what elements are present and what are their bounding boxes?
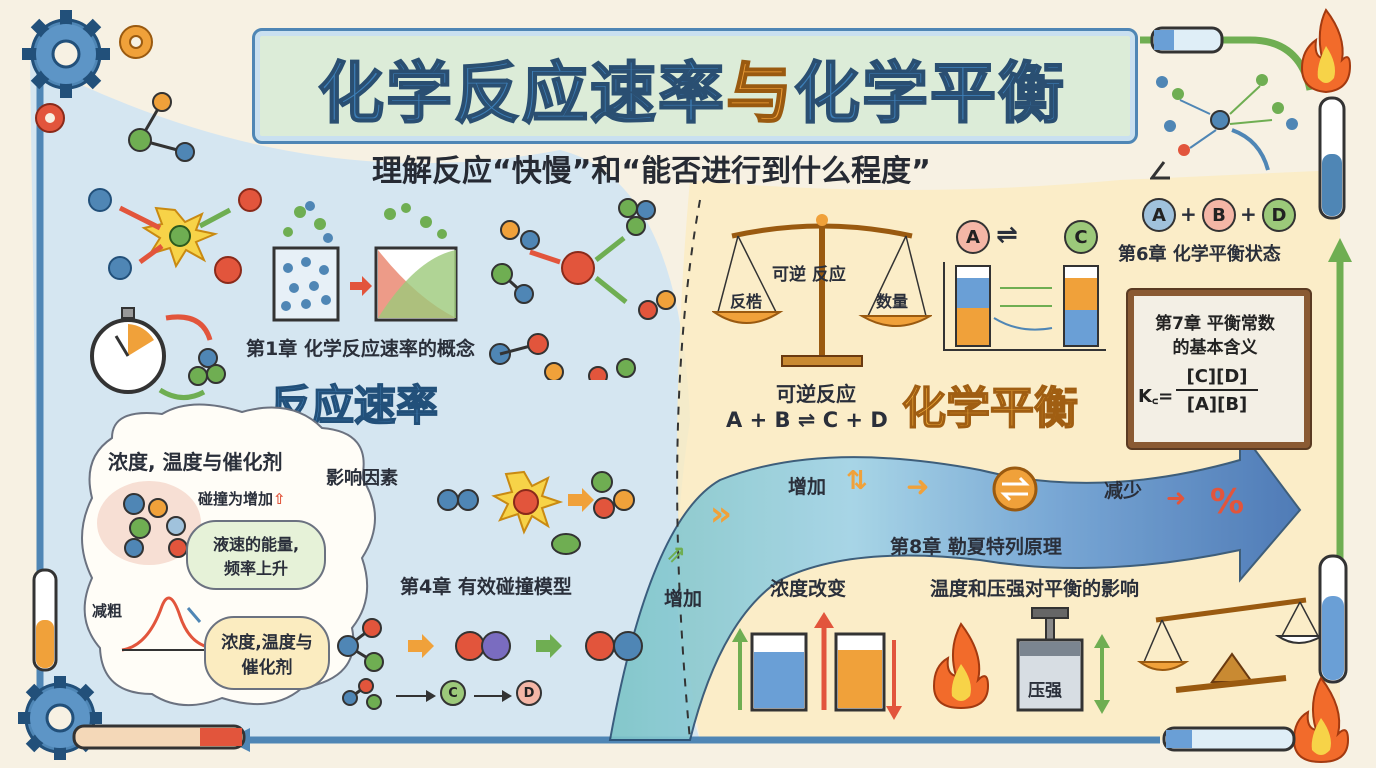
- up-down-arrows-icon: ⇅: [846, 466, 868, 496]
- stopwatch-icon: [90, 307, 226, 400]
- reaction-equation: A + B ⇌ C + D: [726, 408, 888, 432]
- kc-symbol: K꜀=: [1138, 386, 1174, 407]
- reduce-label: 减粗: [92, 602, 123, 620]
- collision-increase-label: 碰撞为增加⇧: [198, 488, 286, 509]
- title-part1: 化学反应速率: [317, 54, 726, 133]
- frame-arrow-up: [1328, 238, 1352, 262]
- catalyst-bubble: 浓度,温度与 催化剂: [204, 616, 330, 690]
- equilibrium-constant-board: [1128, 290, 1310, 448]
- energy-bubble: 液速的能量, 频率上升: [186, 520, 326, 590]
- molecule-icon: [128, 92, 195, 162]
- chapter4-label: 第4章 有效碰撞模型: [400, 576, 572, 598]
- flame-icon: [1292, 676, 1350, 764]
- percent-sign: %: [1210, 482, 1245, 522]
- test-tube-icon: [72, 724, 246, 750]
- piston-icon: [1016, 607, 1110, 714]
- divider-dash: [676, 199, 701, 741]
- arrow-right-icon: ➜: [1166, 484, 1187, 512]
- increase-top-label: 增加: [788, 476, 827, 498]
- page-title: 化学反应速率与化学平衡: [252, 40, 1132, 136]
- reduce-right-label: 减少: [1104, 480, 1143, 502]
- test-tube-icon: [32, 568, 58, 672]
- reaction-chain-illustration: [337, 618, 643, 710]
- balance-right-label: 数量: [876, 292, 909, 311]
- factors-title: 浓度, 温度与催化剂: [108, 450, 283, 474]
- title-part2: 与: [725, 54, 794, 133]
- effective-collision-illustration: [437, 470, 635, 555]
- reversible-label: 可逆反应: [776, 382, 856, 406]
- abd-d-circle: D: [1262, 198, 1296, 232]
- chapter8-label: 第8章 勒夏特列原理: [890, 536, 1062, 558]
- abd-plus-2: +: [1240, 202, 1257, 226]
- kc-denominator: [A][B]: [1186, 394, 1248, 415]
- kc-numerator: [C][D]: [1176, 366, 1258, 391]
- test-tube-icon: [1150, 26, 1224, 54]
- balance-top-label: 可逆 反应: [772, 265, 846, 285]
- flow-band: [608, 427, 1302, 741]
- concentration-beakers-icon: [732, 612, 902, 720]
- test-tube-icon: [1318, 554, 1348, 684]
- gear-icon: [22, 10, 153, 133]
- title-part3: 化学平衡: [793, 54, 1066, 133]
- chapter7-label: 第7章 平衡常数 的基本含义: [1155, 314, 1275, 358]
- test-tube-chart-icon: [943, 262, 1106, 351]
- title-banner: [252, 28, 1138, 144]
- test-tube-icon: [1162, 726, 1296, 752]
- test-tube-icon: [1318, 96, 1346, 220]
- factors-label: 影响因素: [326, 468, 398, 489]
- abd-plus-1: +: [1180, 202, 1197, 226]
- collision-increase-text: 碰撞为增加: [198, 490, 274, 508]
- pair-c-circle: C: [1064, 220, 1098, 254]
- gear-icon: [18, 676, 102, 760]
- molecule-network-icon: [1150, 74, 1298, 180]
- chain-c-circle: C: [440, 680, 466, 706]
- flame-icon: [1300, 8, 1352, 94]
- beaker-icon: [272, 201, 458, 322]
- increase-left-label: 增加: [664, 588, 703, 610]
- equilibrium-arrows-icon: ⇌: [996, 220, 1018, 250]
- equilibrium-swap-icon: [992, 466, 1038, 512]
- equilibrium-heading: 化学平衡: [901, 382, 1079, 435]
- arrow-right-icon: ➜: [906, 470, 930, 503]
- chevron-right-icon: »: [710, 494, 732, 534]
- collision-illustration: [88, 188, 262, 284]
- pressure-label: 压强: [1028, 681, 1062, 701]
- pair-a-circle: A: [956, 220, 990, 254]
- arrow-up-right-icon: ⇗: [666, 540, 687, 568]
- abd-b-circle: B: [1202, 198, 1236, 232]
- chapter6-label: 第6章 化学平衡状态: [1118, 244, 1281, 265]
- balance-left-label: 反梏: [730, 292, 763, 311]
- page-subtitle: 理解反应“快慢”和“能否进行到什么程度”: [372, 154, 931, 189]
- abd-a-circle: A: [1142, 198, 1176, 232]
- energy-curve-icon: [121, 596, 215, 652]
- balance-scale-icon: [712, 214, 932, 367]
- arrow-up-icon: ⇧: [273, 490, 286, 508]
- temp-pressure-label: 温度和压强对平衡的影响: [930, 578, 1140, 600]
- chain-d-circle: D: [516, 680, 542, 706]
- chapter1-label: 第1章 化学反应速率的概念: [246, 338, 475, 360]
- flame-icon: [932, 622, 990, 710]
- concentration-change-label: 浓度改变: [770, 578, 847, 600]
- molecule-cluster-icon: [97, 481, 201, 565]
- reaction-burst-illustration: [489, 198, 676, 380]
